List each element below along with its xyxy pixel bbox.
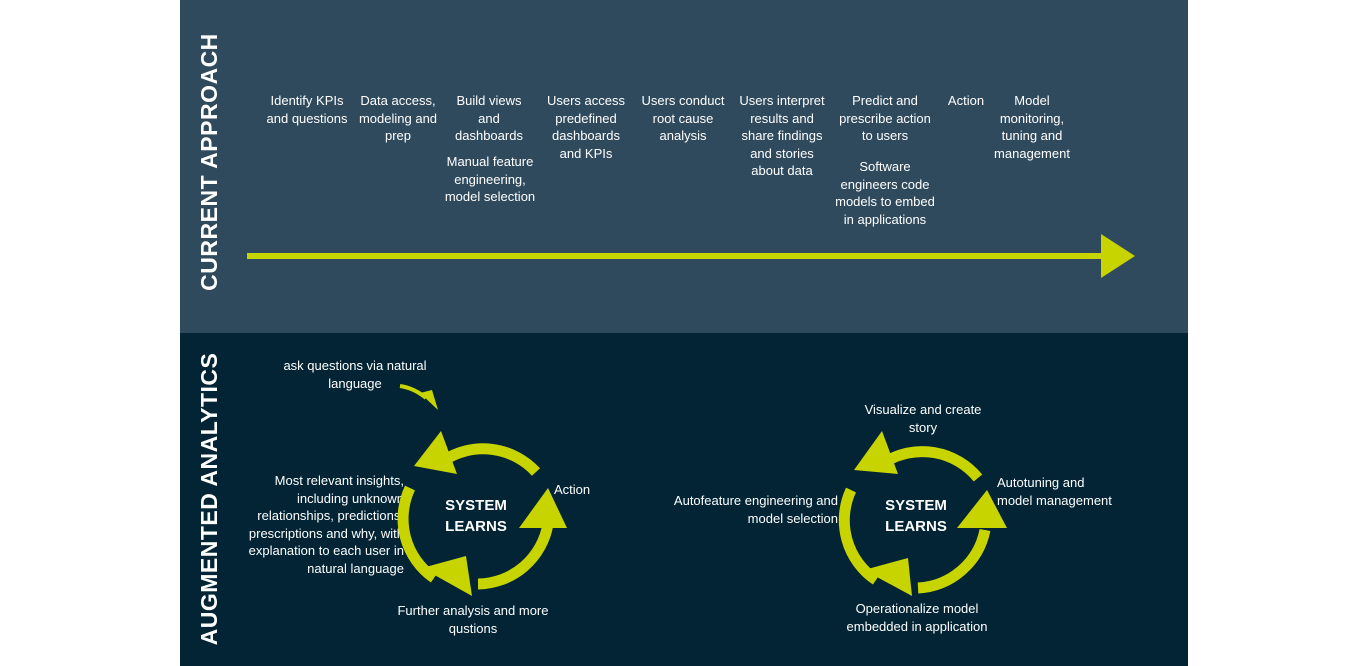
- cycle2-right-label: Autotuning and model management: [997, 475, 1112, 508]
- timeline-arrow: [247, 234, 1135, 278]
- cycle1-arrowhead-top: [414, 431, 457, 474]
- cycle2-arrows: [838, 446, 991, 594]
- substep-manual-feature: Manual feature engineering, model select…: [444, 154, 536, 204]
- cycle1-arrowhead-bottom: [422, 556, 472, 596]
- cycle2-bottom-label: Operationalize model embedded in applica…: [846, 601, 988, 634]
- cycle1-entry-label: ask questions via natural language: [283, 358, 427, 391]
- cycle2-arrowhead-bottom: [864, 558, 912, 596]
- step-root-cause: Users conduct root cause analysis: [641, 93, 725, 143]
- substep-software-engineers: Software engineers code models to embed …: [835, 159, 935, 227]
- step-build-views: Build views and dashboards: [455, 93, 523, 143]
- cycle1-entry-arrow: [399, 384, 438, 410]
- step-action: Action: [947, 93, 985, 108]
- cycle1-bottom-label: Further analysis and more qustions: [397, 603, 549, 636]
- step-model-monitoring: Model monitoring, tuning and management: [994, 93, 1070, 161]
- cycle2-arrowhead-top: [854, 431, 898, 474]
- cycle1-center-label: SYSTEM LEARNS: [445, 497, 507, 535]
- current-approach-panel: [180, 0, 1188, 333]
- step-predict-prescribe: Predict and prescribe action to users: [839, 93, 931, 143]
- cycle2-left-label: Autofeature engineering and model select…: [673, 493, 838, 526]
- cycle1-arrowhead-right: [519, 488, 567, 528]
- cycle1-left-label: Most relevant insights, including unknow…: [248, 473, 404, 576]
- cycle1-arrows: [397, 443, 554, 590]
- cycle1-right-label: Action: [554, 482, 591, 497]
- augmented-analytics-panel: [180, 333, 1188, 666]
- step-identify-kpis: Identify KPIs and questions: [266, 93, 348, 126]
- step-data-access: Data access, modeling and prep: [358, 93, 438, 143]
- cycle2-top-label: Visualize and create story: [864, 402, 982, 435]
- step-interpret-results: Users interpret results and share findin…: [739, 93, 825, 178]
- cycle2-center-label: SYSTEM LEARNS: [885, 497, 947, 535]
- step-users-access: Users access predefined dashboards and K…: [546, 93, 626, 161]
- cycle2-arrowhead-right: [957, 490, 1007, 528]
